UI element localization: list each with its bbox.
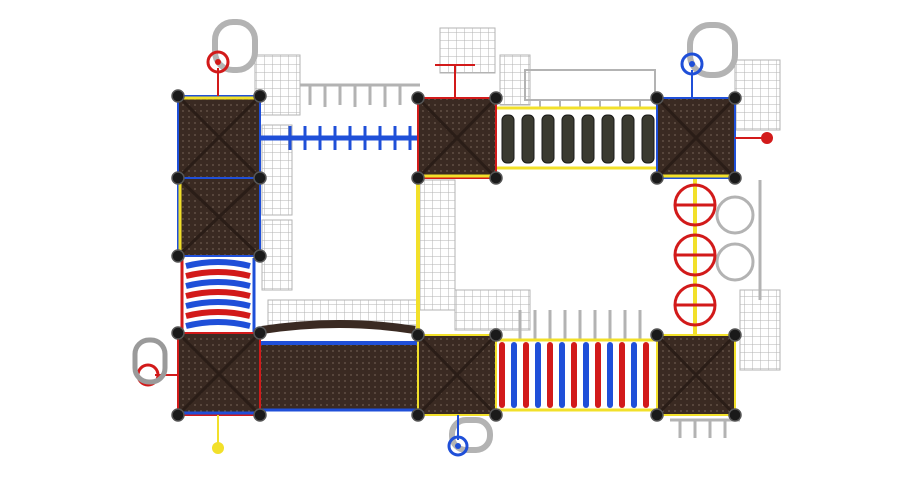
deck-bottom-center — [416, 333, 498, 417]
post-caps — [171, 89, 742, 422]
telescope-red-left — [132, 337, 178, 387]
shadow-roller-top — [524, 69, 656, 112]
red-blue-rung-bridge — [495, 338, 660, 412]
steering-wheel-red-top — [206, 50, 230, 96]
post-cap — [171, 408, 185, 422]
platform-bridge-bottom — [258, 320, 418, 412]
decks — [176, 94, 737, 417]
post-cap — [253, 89, 267, 103]
shadow-rungs-bottom — [518, 310, 642, 340]
top-center-red-pole — [435, 64, 475, 98]
deck-top-left — [176, 94, 262, 180]
post-cap — [171, 89, 185, 103]
post-cap — [253, 171, 267, 185]
shadow-tube-top-left — [212, 19, 258, 73]
post-cap — [489, 408, 503, 422]
post-cap — [253, 249, 267, 263]
deck-top-right — [655, 96, 737, 180]
post-cap — [411, 328, 425, 342]
post-cap — [650, 408, 664, 422]
post-cap — [728, 171, 742, 185]
shadow-panel-top-center — [439, 27, 496, 74]
post-cap — [171, 326, 185, 340]
post-cap — [650, 328, 664, 342]
shadow-panel-bottom-center — [454, 289, 531, 331]
post-cap — [650, 171, 664, 185]
shadow-layer — [212, 19, 781, 453]
red-ring-climber-right — [673, 178, 717, 335]
post-cap — [489, 328, 503, 342]
shadow-mesh-wall-center — [419, 179, 456, 311]
shadow-panel-left-low — [261, 219, 293, 291]
post-cap — [728, 91, 742, 105]
post-cap — [411, 171, 425, 185]
shadow-tube-bottom — [449, 417, 493, 453]
telescope-blue-bottom — [447, 415, 469, 457]
deck-left-middle — [176, 176, 262, 258]
deck-bottom-left — [176, 331, 262, 417]
post-cap — [728, 328, 742, 342]
steering-wheel-blue-top — [680, 52, 704, 98]
dark-roller-bridge — [495, 106, 657, 170]
post-cap — [489, 91, 503, 105]
shadow-panel-top-left — [254, 54, 301, 116]
ball-red-right — [735, 132, 773, 144]
shadow-tube-top-right — [687, 22, 738, 78]
post-cap — [171, 249, 185, 263]
shadow-ladder-bottom-right — [670, 418, 740, 438]
post-cap — [411, 91, 425, 105]
post-cap — [728, 408, 742, 422]
shadow-rings-right — [715, 180, 762, 300]
post-cap — [253, 326, 267, 340]
shadow-ladder-top — [300, 83, 420, 107]
blue-ladder-bridge — [258, 126, 420, 150]
deck-top-center — [416, 96, 498, 180]
post-cap — [171, 171, 185, 185]
post-cap — [253, 408, 267, 422]
ball-yellow-bottom — [212, 415, 224, 454]
post-cap — [411, 408, 425, 422]
shadow-panel-top-right — [734, 59, 781, 131]
tube-climber-left — [180, 255, 256, 334]
post-cap — [650, 91, 664, 105]
shadow-panel-right-low — [739, 289, 781, 371]
post-cap — [489, 171, 503, 185]
deck-bottom-right — [655, 333, 737, 417]
